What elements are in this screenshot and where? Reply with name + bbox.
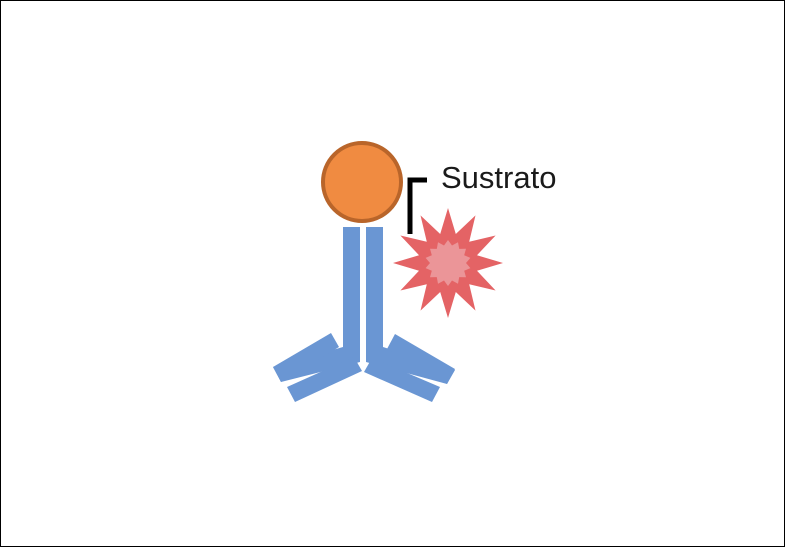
antibody-left-light-chain-lower xyxy=(287,357,362,402)
substrate-label: Sustrato xyxy=(441,160,556,195)
antibody-right-light-chain xyxy=(387,334,455,384)
enzyme-circle xyxy=(321,141,403,223)
substrate-core xyxy=(425,240,471,286)
antibody-right-light-chain-lower xyxy=(364,358,440,402)
antibody-left-light-chain xyxy=(273,333,339,382)
label-bracket xyxy=(407,177,427,234)
